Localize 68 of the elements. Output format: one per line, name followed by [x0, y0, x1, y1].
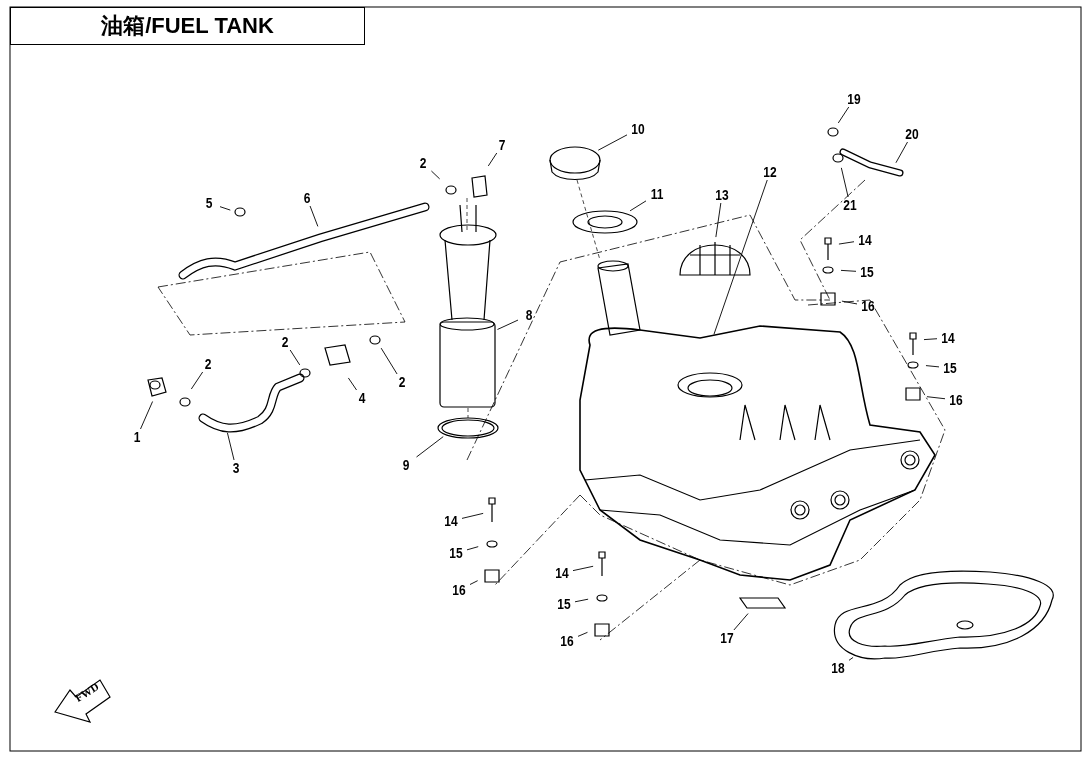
callout-number: 2	[276, 334, 294, 350]
leader-line	[837, 106, 850, 124]
direction-label: FWD	[72, 680, 101, 704]
callout-number: 16	[558, 633, 576, 649]
leader-line	[715, 202, 722, 238]
callout-number: 21	[841, 197, 859, 213]
callout-number: 15	[447, 545, 465, 561]
callout-number: 13	[713, 187, 731, 203]
callout-number: 18	[829, 660, 847, 676]
leader-line	[226, 432, 235, 461]
callout-number: 14	[939, 330, 957, 346]
callout-number: 16	[947, 392, 965, 408]
leader-line	[923, 338, 938, 341]
leader-line	[926, 396, 946, 400]
callout-number: 4	[353, 390, 371, 406]
callout-number: 1	[128, 429, 146, 445]
leader-line	[629, 200, 647, 212]
leader-line	[461, 512, 484, 519]
leader-line	[572, 565, 594, 572]
leader-line	[430, 170, 441, 180]
callout-number: 17	[718, 630, 736, 646]
leader-line	[577, 631, 588, 637]
leader-line	[466, 546, 479, 551]
callout-number: 20	[903, 126, 921, 142]
callout-number: 6	[298, 190, 316, 206]
leader-line	[597, 134, 628, 151]
leader-line	[840, 269, 857, 272]
callout-number: 8	[520, 307, 538, 323]
leader-line	[925, 365, 940, 368]
callout-number: 16	[859, 298, 877, 314]
callout-number: 5	[200, 195, 218, 211]
leader-line	[487, 152, 498, 167]
leader-line	[416, 436, 444, 458]
leader-line	[574, 598, 589, 603]
leader-line	[841, 300, 858, 305]
leader-line	[713, 179, 768, 335]
leader-line	[380, 347, 398, 375]
leader-line	[347, 377, 357, 391]
callout-number: 14	[856, 232, 874, 248]
callout-number: 14	[442, 513, 460, 529]
callout-number: 19	[845, 91, 863, 107]
title: 油箱/FUEL TANK	[10, 7, 365, 45]
callout-number: 2	[393, 374, 411, 390]
leader-line	[289, 349, 301, 366]
callout-number: 3	[227, 460, 245, 476]
callout-number: 15	[858, 264, 876, 280]
callout-number: 16	[450, 582, 468, 598]
leader-line	[190, 371, 204, 390]
leader-line	[895, 141, 908, 164]
leader-line	[140, 401, 154, 430]
leader-line	[497, 319, 519, 330]
leader-line	[840, 167, 849, 198]
callout-number: 9	[397, 457, 415, 473]
callout-number: 11	[648, 186, 666, 202]
leader-line	[219, 206, 231, 211]
leader-line	[469, 580, 479, 585]
leader-line	[733, 613, 749, 631]
callout-number: 14	[553, 565, 571, 581]
callout-number: 7	[493, 137, 511, 153]
callout-number: 15	[555, 596, 573, 612]
leader-line	[838, 241, 855, 245]
leader-line	[309, 205, 319, 227]
callout-number: 2	[199, 356, 217, 372]
callout-number: 15	[941, 360, 959, 376]
callout-number: 12	[761, 164, 779, 180]
callout-number: 2	[414, 155, 432, 171]
callout-number: 10	[629, 121, 647, 137]
leader-line	[848, 657, 854, 661]
